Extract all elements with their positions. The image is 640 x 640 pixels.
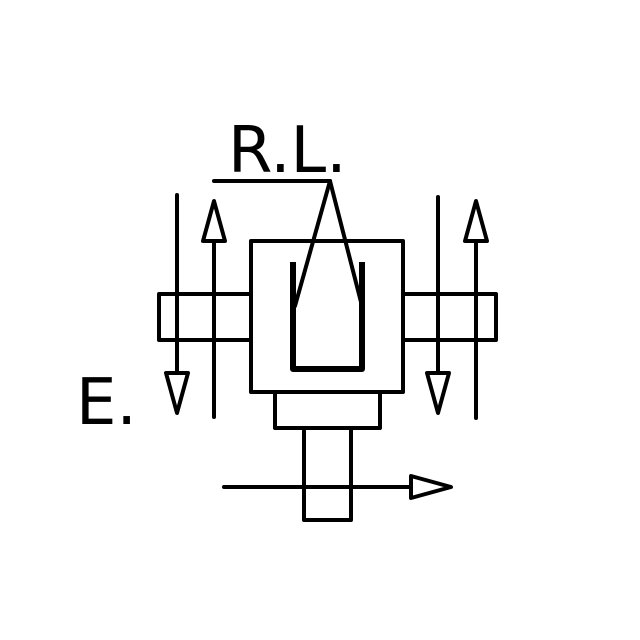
arrow-up-icon [201,199,227,243]
right-flange [401,292,498,342]
rl-leader-right [328,179,364,308]
arrow-down-icon [425,371,451,415]
left-flange [157,292,253,342]
base-plate [273,390,382,430]
rl-leader-left [293,179,332,308]
stem [302,426,353,522]
arrow-up-icon [463,199,489,243]
rl-label: R.L. [228,114,347,188]
e-label: E. [76,366,137,440]
u-channel [290,262,365,372]
arrow-right-icon [409,474,453,500]
arrow-down-icon [164,371,190,415]
